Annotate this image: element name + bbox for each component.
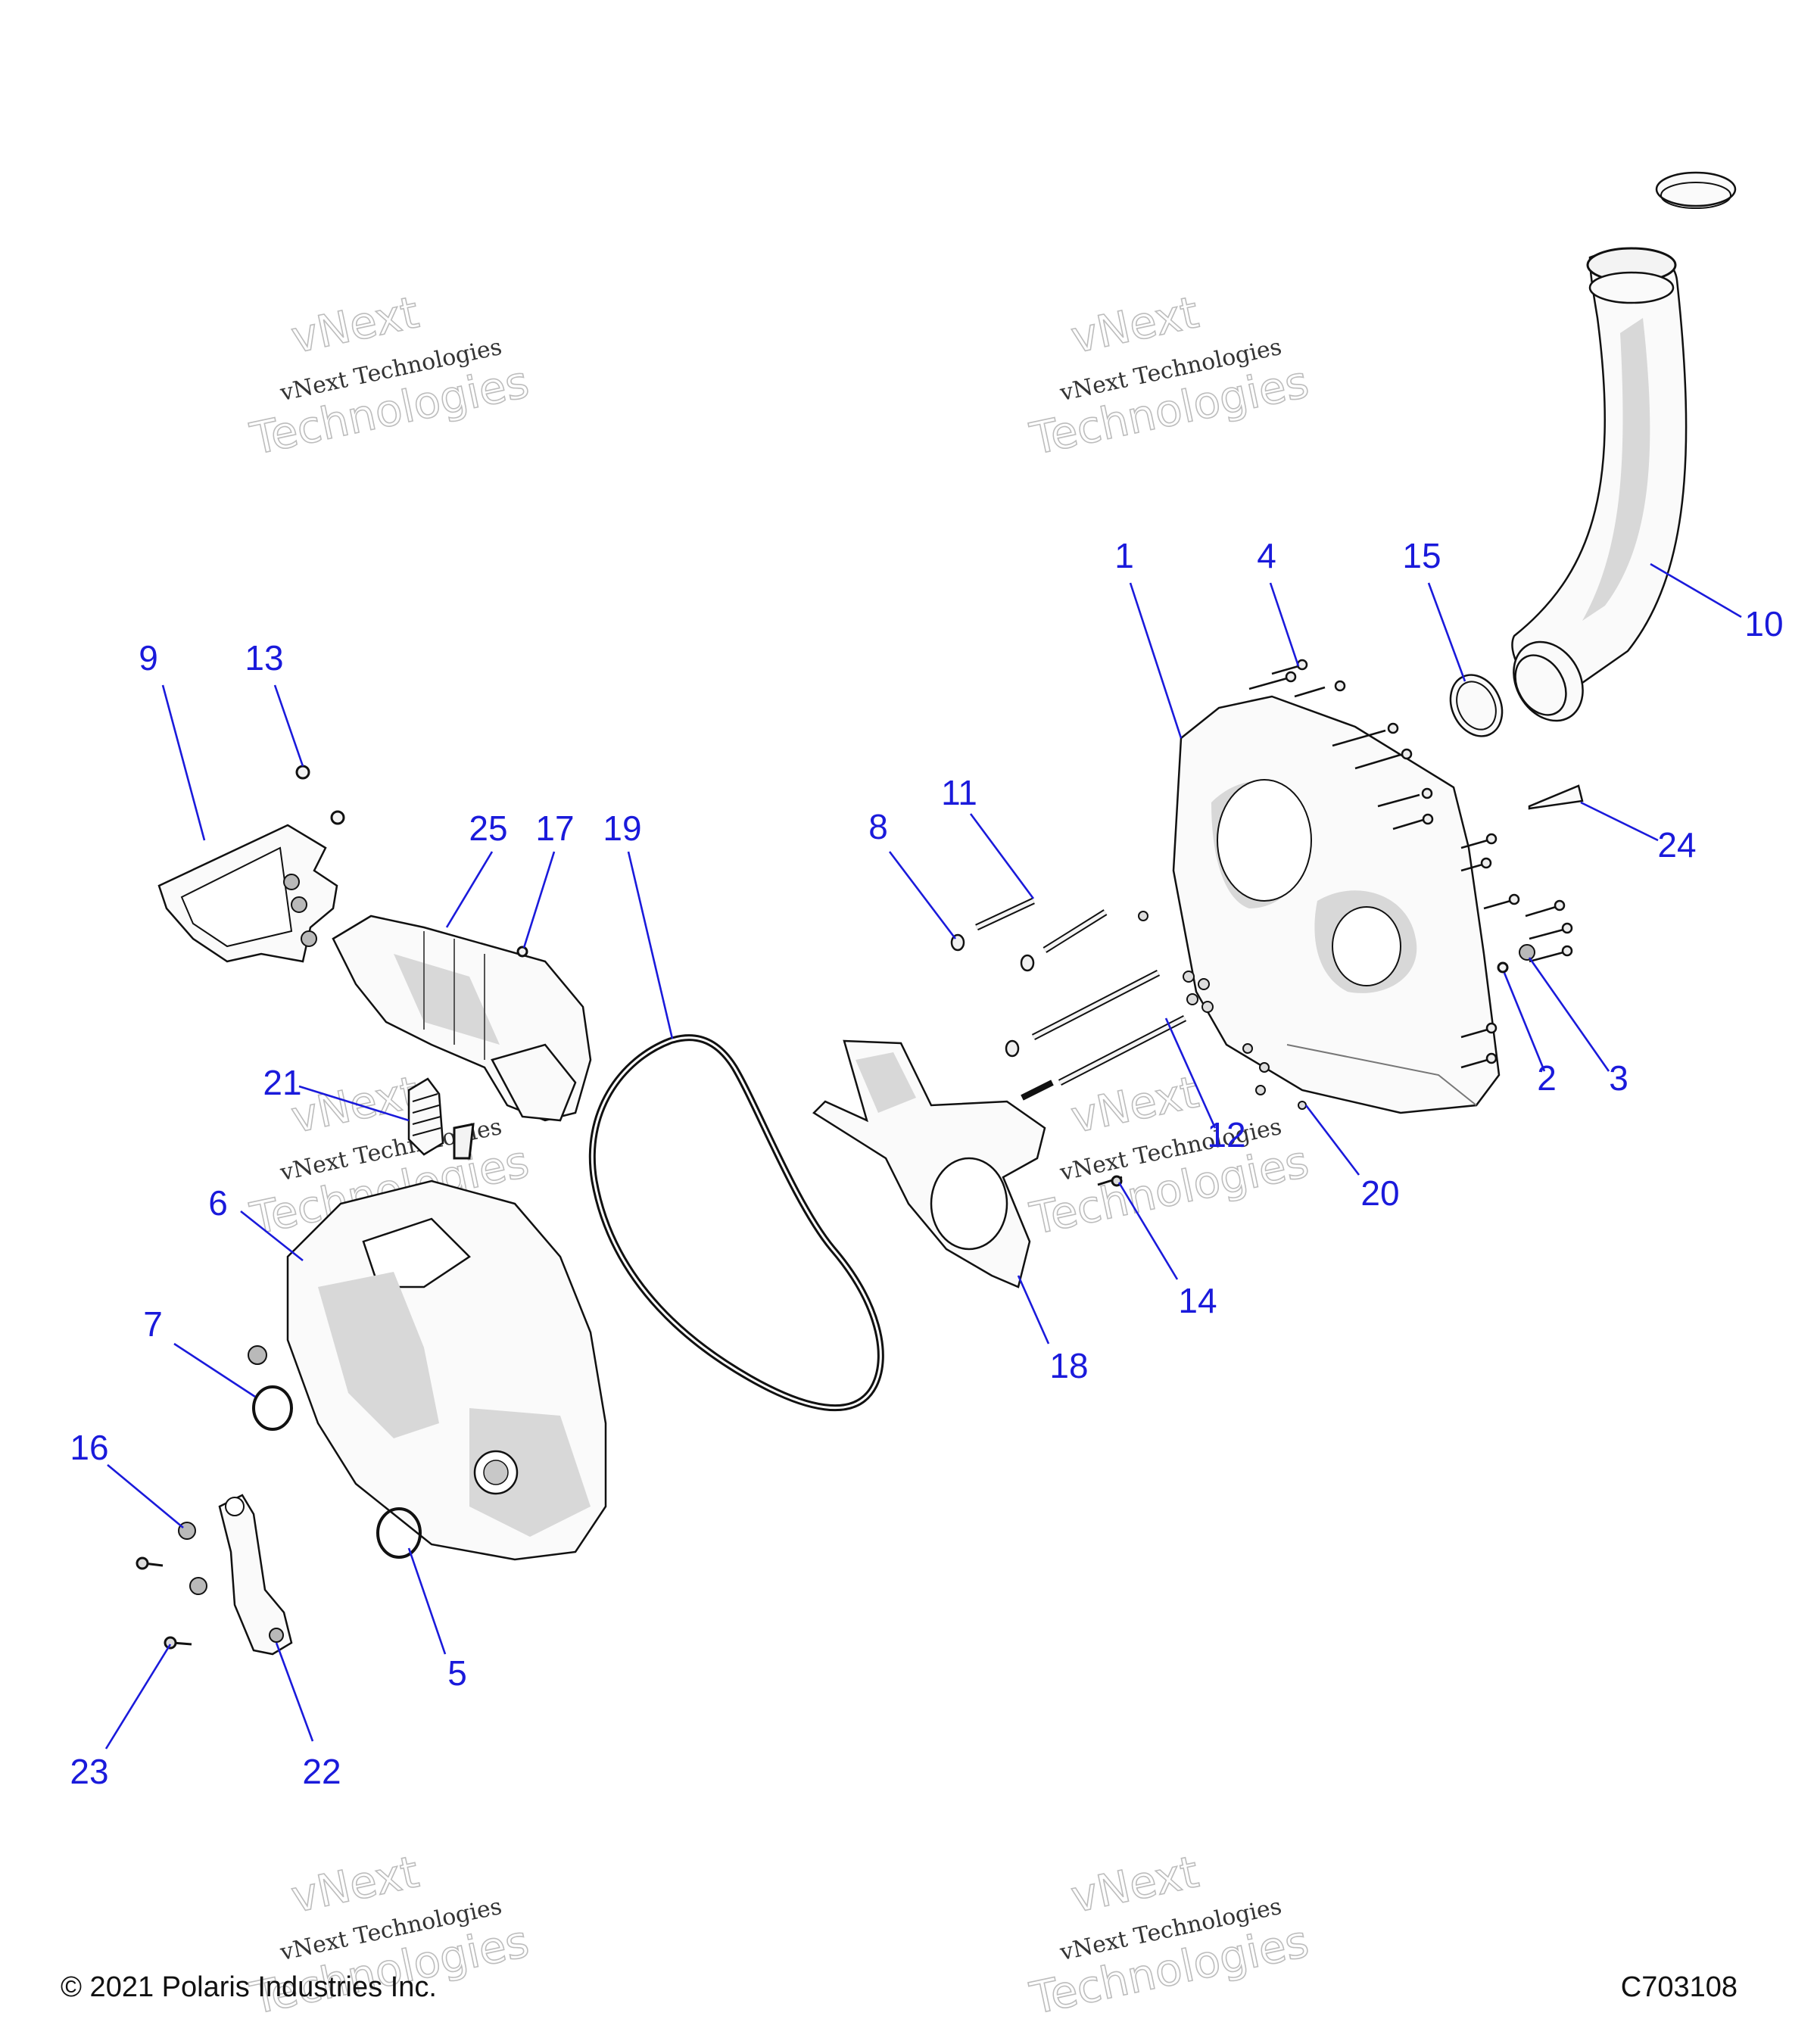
diagram-code: C703108 xyxy=(1621,1971,1738,2003)
callout-18: 18 xyxy=(1049,1346,1088,1385)
watermark-top-right: vNext vNext Technologies Technologies xyxy=(1025,285,1314,466)
callout-1: 1 xyxy=(1114,536,1134,575)
mount-bracket xyxy=(218,1494,293,1656)
callout-22: 22 xyxy=(302,1752,341,1791)
intake-duct xyxy=(1511,247,1688,722)
callout-17: 17 xyxy=(535,809,574,848)
callout-9: 9 xyxy=(139,638,158,678)
svg-text:vNext: vNext xyxy=(1067,286,1203,363)
nut-13b xyxy=(330,810,345,825)
long-bolts xyxy=(975,897,1187,1101)
drive-belt xyxy=(588,1034,884,1412)
washers xyxy=(950,933,1035,1058)
duct-clamp-top xyxy=(1655,171,1737,209)
o-ring-seal xyxy=(252,1385,293,1431)
bolt-23 xyxy=(136,1556,192,1650)
small-plug xyxy=(1497,961,1509,974)
callout-12: 12 xyxy=(1207,1115,1245,1154)
callout-25: 25 xyxy=(469,809,507,848)
outer-clutch-cover xyxy=(1172,695,1501,1114)
callout-3: 3 xyxy=(1609,1058,1628,1098)
watermark-bottom-right: vNext vNext Technologies Technologies xyxy=(1025,1845,1314,2025)
hose-clamp xyxy=(1449,674,1504,737)
callout-16: 16 xyxy=(70,1428,108,1467)
svg-text:vNext: vNext xyxy=(287,286,423,363)
callout-6: 6 xyxy=(208,1183,228,1223)
inner-clutch-housing xyxy=(286,1179,607,1561)
callout-15: 15 xyxy=(1402,536,1441,575)
callout-19: 19 xyxy=(603,809,641,848)
callout-23: 23 xyxy=(70,1752,108,1791)
callout-14: 14 xyxy=(1178,1281,1217,1320)
callout-4: 4 xyxy=(1257,536,1276,575)
watermark-mid-right: vNext vNext Technologies Technologies xyxy=(1025,1065,1314,1245)
air-box-bracket xyxy=(157,824,338,963)
small-screws xyxy=(1138,911,1307,1110)
dowel-nut xyxy=(1519,944,1535,961)
callout-8: 8 xyxy=(868,807,888,846)
callout-10: 10 xyxy=(1744,604,1783,643)
callout-11: 11 xyxy=(941,773,977,812)
callout-2: 2 xyxy=(1537,1058,1557,1098)
air-intake-boot xyxy=(332,915,592,1122)
clutch-shroud xyxy=(812,1039,1046,1288)
seal-ring-5 xyxy=(376,1507,422,1559)
copyright-text: © 2021 Polaris Industries Inc. xyxy=(61,1971,437,2003)
leader-lines xyxy=(104,562,1742,1750)
drain-plug xyxy=(248,1345,267,1365)
watermark-top-left: vNext vNext Technologies Technologies xyxy=(245,285,534,466)
callout-24: 24 xyxy=(1657,825,1696,865)
screw-17 xyxy=(516,946,528,958)
callout-13: 13 xyxy=(245,638,283,678)
decal-label xyxy=(1528,784,1584,810)
callout-labels: 1 4 15 10 9 13 8 11 19 25 17 24 2 3 21 1… xyxy=(70,536,1783,1791)
svg-text:vNext: vNext xyxy=(1067,1846,1203,1923)
nut-16b xyxy=(189,1577,207,1595)
svg-text:vNext: vNext xyxy=(287,1846,423,1923)
svg-text:vNext: vNext xyxy=(1067,1066,1203,1143)
nut-13 xyxy=(295,765,310,780)
callout-7: 7 xyxy=(143,1304,163,1344)
callout-20: 20 xyxy=(1360,1173,1399,1213)
callout-5: 5 xyxy=(447,1653,467,1693)
filter-grille xyxy=(407,1077,475,1160)
cover-bolts xyxy=(1248,659,1573,1069)
callout-21: 21 xyxy=(263,1063,301,1102)
